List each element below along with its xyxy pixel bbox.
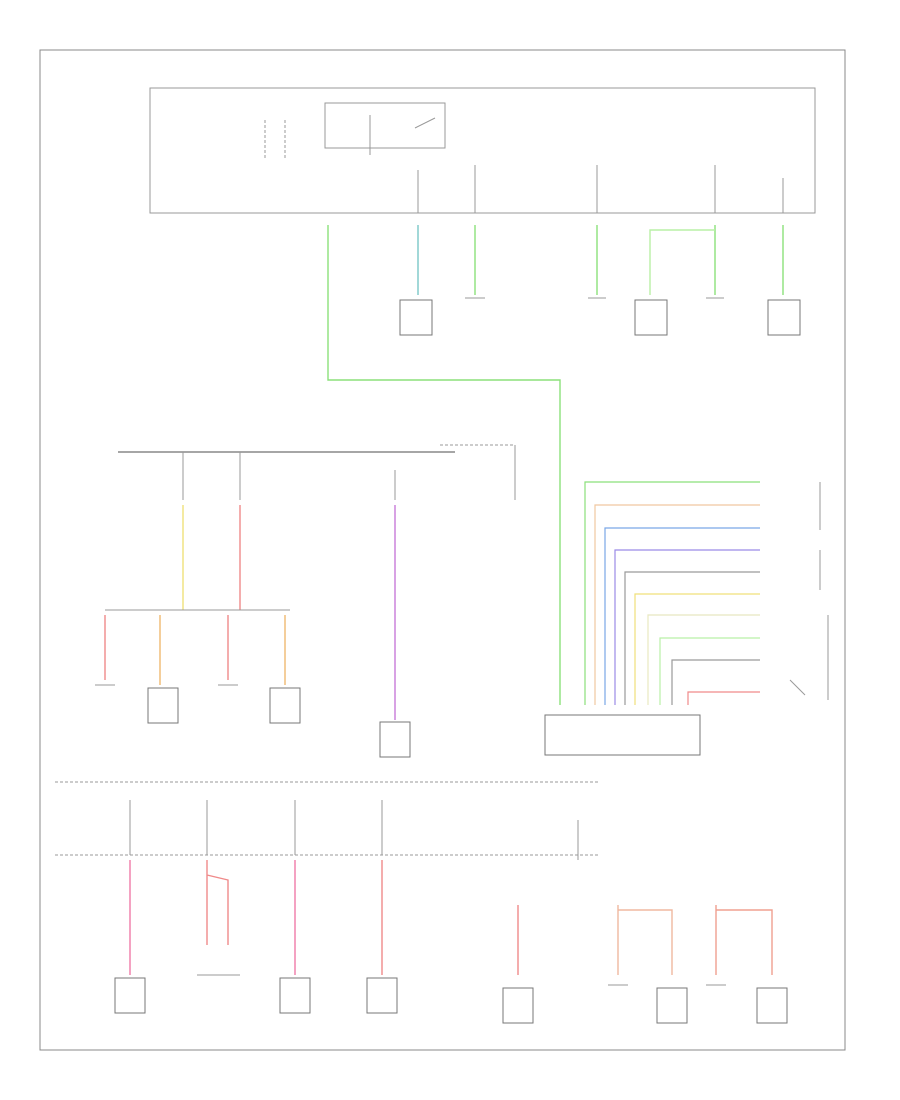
component-bot-3 <box>366 977 398 1014</box>
component-bot-5 <box>656 987 688 1024</box>
harness-wire-10 <box>687 691 760 705</box>
wire-green-main <box>327 225 561 705</box>
wire-pink-6 <box>617 905 673 975</box>
outer-frame <box>39 49 846 1051</box>
component-mid-2 <box>269 687 301 724</box>
harness-section <box>544 481 829 756</box>
harness-wire-8 <box>659 637 760 705</box>
harness-wire-4 <box>614 549 760 705</box>
harness-wire-2 <box>594 504 760 705</box>
switch-lever <box>789 679 806 696</box>
wire-pink-2 <box>206 860 229 945</box>
bottom-section <box>55 781 788 1024</box>
component-bot-4 <box>502 987 534 1024</box>
top-components <box>399 297 801 336</box>
harness-wire-1 <box>584 481 760 705</box>
harness-wire-5 <box>624 571 760 705</box>
component-top-2 <box>634 299 668 336</box>
component-top-1 <box>399 299 433 336</box>
harness-wire-9 <box>671 659 760 705</box>
harness-wire-6 <box>634 593 760 705</box>
top-fuse-box <box>149 87 816 214</box>
harness-wire-3 <box>604 527 760 705</box>
component-bot-2 <box>279 977 311 1014</box>
component-mid-3 <box>379 721 411 758</box>
wire-pink-7 <box>715 905 773 975</box>
top-fuse-droppers <box>417 165 784 213</box>
wire-green-branch <box>649 229 715 295</box>
component-bot-1 <box>114 977 146 1014</box>
middle-left-section <box>95 444 516 758</box>
component-mid-1 <box>147 687 179 724</box>
connector-block <box>544 714 701 756</box>
relay-outline <box>324 102 446 149</box>
component-top-3 <box>767 299 801 336</box>
harness-wire-7 <box>647 614 760 705</box>
top-wires <box>327 225 784 705</box>
relay-switch <box>414 117 436 129</box>
component-bot-6 <box>756 987 788 1024</box>
